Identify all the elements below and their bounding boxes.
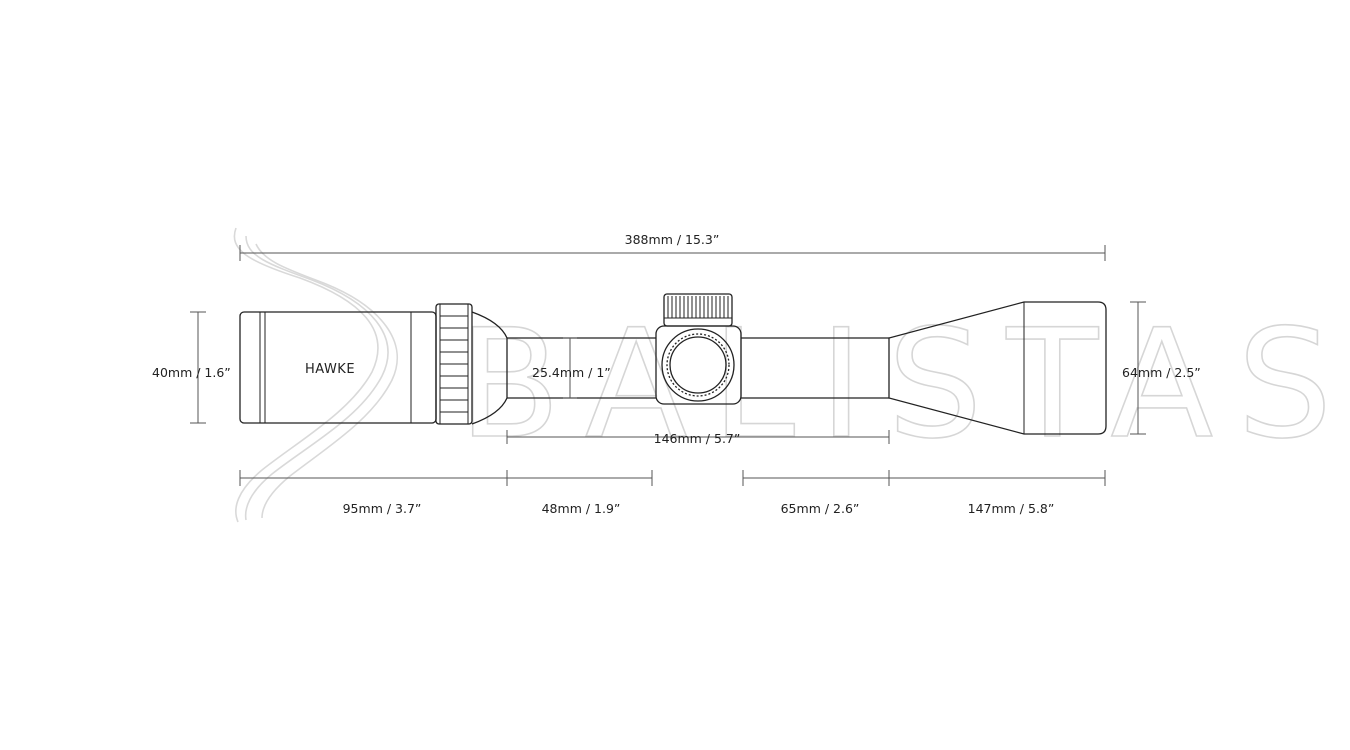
- objective-bell: [888, 301, 1107, 435]
- watermark-text: BALISTAS: [458, 298, 1350, 472]
- objective-diameter-label: 64mm / 2.5”: [1122, 365, 1201, 380]
- ocular-diameter-label: 40mm / 1.6”: [152, 365, 231, 380]
- ocular-length-label: 95mm / 3.7”: [343, 501, 422, 516]
- dimension-labels: 388mm / 15.3” 40mm / 1.6” 25.4mm / 1” 64…: [152, 232, 1201, 516]
- side-focus-dial-knurl: [666, 333, 730, 397]
- side-focus-dial-inner: [669, 336, 727, 394]
- objective-length-label: 147mm / 5.8”: [968, 501, 1055, 516]
- power-ring-knurling: [439, 304, 469, 424]
- side-focus-dial-outer: [661, 328, 735, 402]
- mounting-length-label: 146mm / 5.7”: [654, 431, 741, 446]
- ocular-taper: [471, 311, 508, 425]
- front-tube-length-label: 48mm / 1.9”: [542, 501, 621, 516]
- power-ring: [435, 303, 473, 425]
- elevation-turret-knurling: [664, 296, 732, 319]
- dimension-lines: [190, 245, 1146, 486]
- rear-tube-length-label: 65mm / 2.6”: [781, 501, 860, 516]
- elevation-turret: [663, 293, 733, 327]
- scope-outline: [239, 293, 1107, 435]
- tube-diameter-label: 25.4mm / 1”: [532, 365, 611, 380]
- overall-length-label: 388mm / 15.3”: [625, 232, 720, 247]
- watermark: BALISTAS: [233, 227, 1350, 523]
- scope-brand-label: HAWKE: [305, 362, 355, 377]
